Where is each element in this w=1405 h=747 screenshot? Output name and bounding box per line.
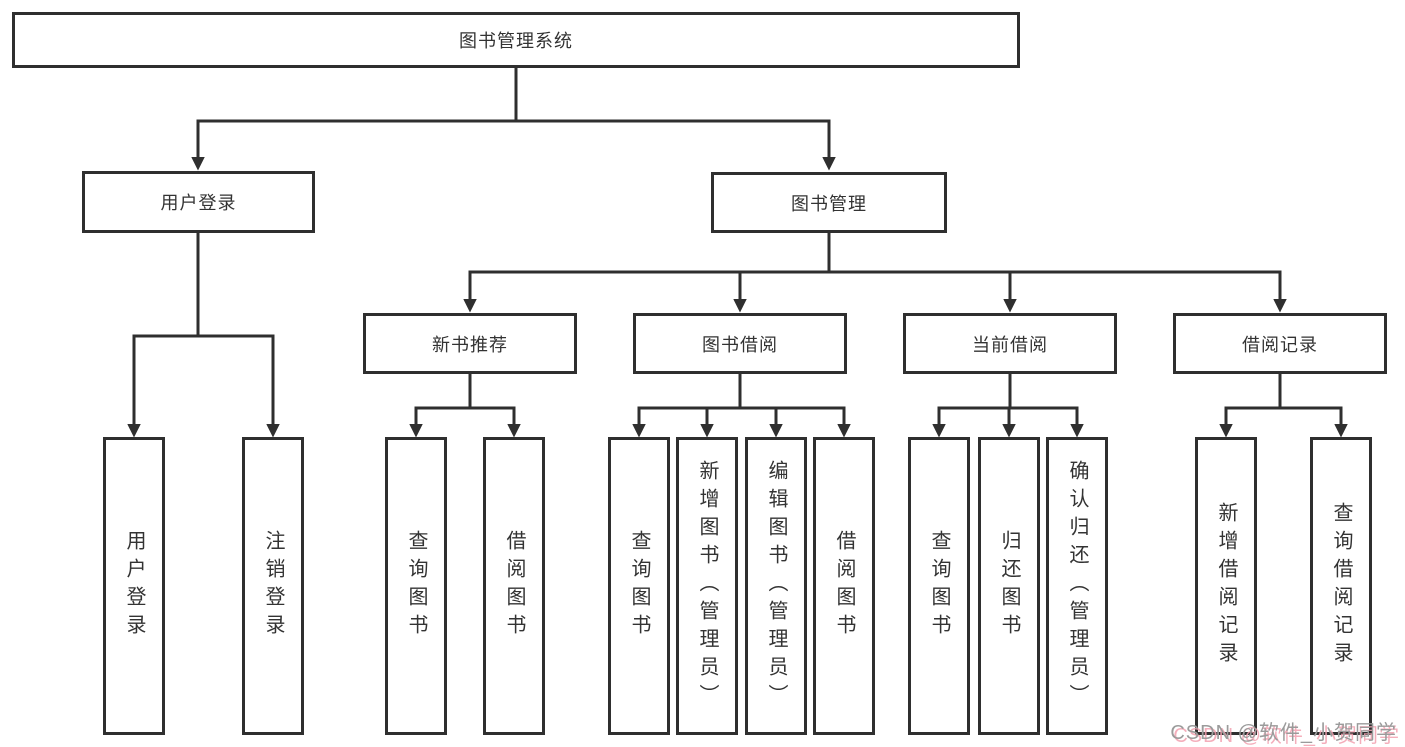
node-label: 归还图书 xyxy=(998,530,1020,642)
leaf-confirm-return-admin: 确认归还（管理员） xyxy=(1046,437,1108,735)
node-label: 查询图书 xyxy=(928,530,950,642)
leaf-add-books-admin: 新增图书（管理员） xyxy=(676,437,738,735)
node-label: 图书借阅 xyxy=(702,334,778,355)
leaf-query-books-borrow: 查询图书 xyxy=(608,437,670,735)
node-label: 查询借阅记录 xyxy=(1330,502,1352,670)
node-book-borrow: 图书借阅 xyxy=(633,313,847,374)
node-label: 用户登录 xyxy=(160,193,237,213)
node-label: 借阅记录 xyxy=(1242,334,1318,355)
node-label: 新增图书（管理员） xyxy=(696,460,718,712)
leaf-borrow-books-recommend: 借阅图书 xyxy=(483,437,545,735)
leaf-edit-books-admin: 编辑图书（管理员） xyxy=(745,437,807,735)
node-book-management: 图书管理 xyxy=(711,172,947,233)
leaf-logout: 注销登录 xyxy=(242,437,304,735)
node-label: 编辑图书（管理员） xyxy=(765,460,787,712)
node-user-login: 用户登录 xyxy=(82,171,315,233)
node-library-management-system: 图书管理系统 xyxy=(12,12,1020,68)
node-label: 图书管理系统 xyxy=(459,31,573,51)
leaf-return-books: 归还图书 xyxy=(978,437,1040,735)
leaf-query-books-recommend: 查询图书 xyxy=(385,437,447,735)
node-label: 查询图书 xyxy=(405,530,427,642)
node-new-book-recommend: 新书推荐 xyxy=(363,313,577,374)
node-label: 查询图书 xyxy=(628,530,650,642)
leaf-borrow-books: 借阅图书 xyxy=(813,437,875,735)
node-borrow-records: 借阅记录 xyxy=(1173,313,1387,374)
node-current-borrow: 当前借阅 xyxy=(903,313,1117,374)
leaf-query-borrow-record: 查询借阅记录 xyxy=(1310,437,1372,735)
node-label: 确认归还（管理员） xyxy=(1066,460,1088,712)
node-label: 图书管理 xyxy=(791,193,867,214)
node-label: 注销登录 xyxy=(262,530,284,642)
leaf-user-login: 用户登录 xyxy=(103,437,165,735)
node-label: 借阅图书 xyxy=(833,530,855,642)
node-label: 借阅图书 xyxy=(503,530,525,642)
node-label: 新增借阅记录 xyxy=(1215,502,1237,670)
node-label: 新书推荐 xyxy=(432,334,508,355)
leaf-add-borrow-record: 新增借阅记录 xyxy=(1195,437,1257,735)
leaf-query-books-current: 查询图书 xyxy=(908,437,970,735)
node-label: 当前借阅 xyxy=(972,334,1048,355)
node-label: 用户登录 xyxy=(123,530,145,642)
csdn-watermark: CSDN @软件_小贺同学 xyxy=(1170,722,1397,744)
